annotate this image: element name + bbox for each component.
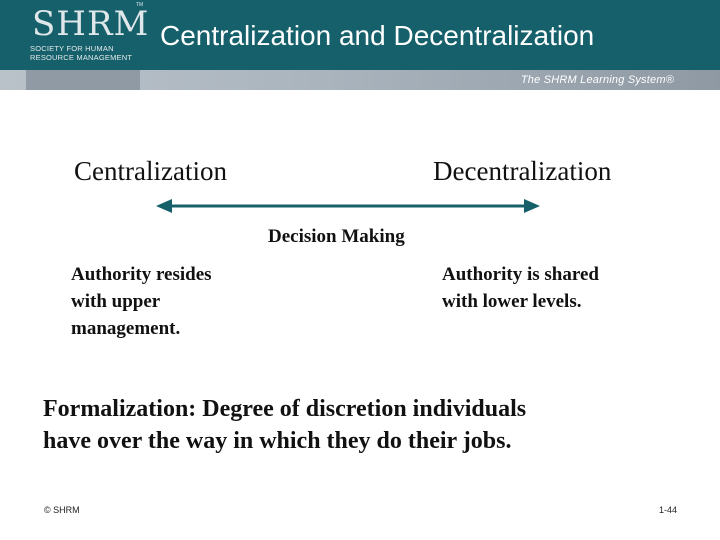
logo-wordmark: SHRM (32, 4, 150, 44)
decentralization-description: Authority is shared with lower levels. (442, 261, 599, 315)
definition-line: Formalization: Degree of discretion indi… (43, 396, 527, 422)
slide-title: Centralization and Decentralization (160, 20, 595, 51)
slide-number: 1-44 (658, 505, 677, 515)
arrow-head-right (524, 199, 540, 213)
tagline: The SHRM Learning System® (520, 74, 674, 86)
copyright-notice: © SHRM (44, 505, 80, 515)
decentralization-label: Decentralization (433, 156, 612, 186)
centralization-description: Authority resides with upper management. (71, 261, 212, 342)
header-bar (0, 70, 720, 90)
description-line: with upper (71, 291, 161, 312)
slide-header: SHRM TM SOCIETY FOR HUMAN RESOURCE MANAG… (0, 0, 720, 90)
logo-subtitle-line: RESOURCE MANAGEMENT (30, 53, 133, 62)
description-line: Authority resides (71, 264, 212, 285)
description-line: Authority is shared (442, 264, 599, 285)
logo-subtitle-line: SOCIETY FOR HUMAN (30, 44, 114, 53)
description-line: with lower levels. (442, 291, 582, 312)
logo-trademark: TM (136, 2, 144, 8)
double-arrow-icon (156, 199, 540, 213)
centralization-label: Centralization (74, 156, 227, 186)
description-line: management. (71, 318, 181, 339)
logo-subtitle: SOCIETY FOR HUMAN RESOURCE MANAGEMENT (30, 44, 140, 62)
arrow-head-left (156, 199, 172, 213)
formalization-definition: Formalization: Degree of discretion indi… (43, 393, 526, 457)
logo-plate (26, 70, 140, 90)
definition-line: have over the way in which they do their… (43, 428, 512, 454)
shrm-logo: SHRM TM SOCIETY FOR HUMAN RESOURCE MANAG… (26, 0, 148, 70)
decision-making-caption: Decision Making (268, 226, 405, 247)
